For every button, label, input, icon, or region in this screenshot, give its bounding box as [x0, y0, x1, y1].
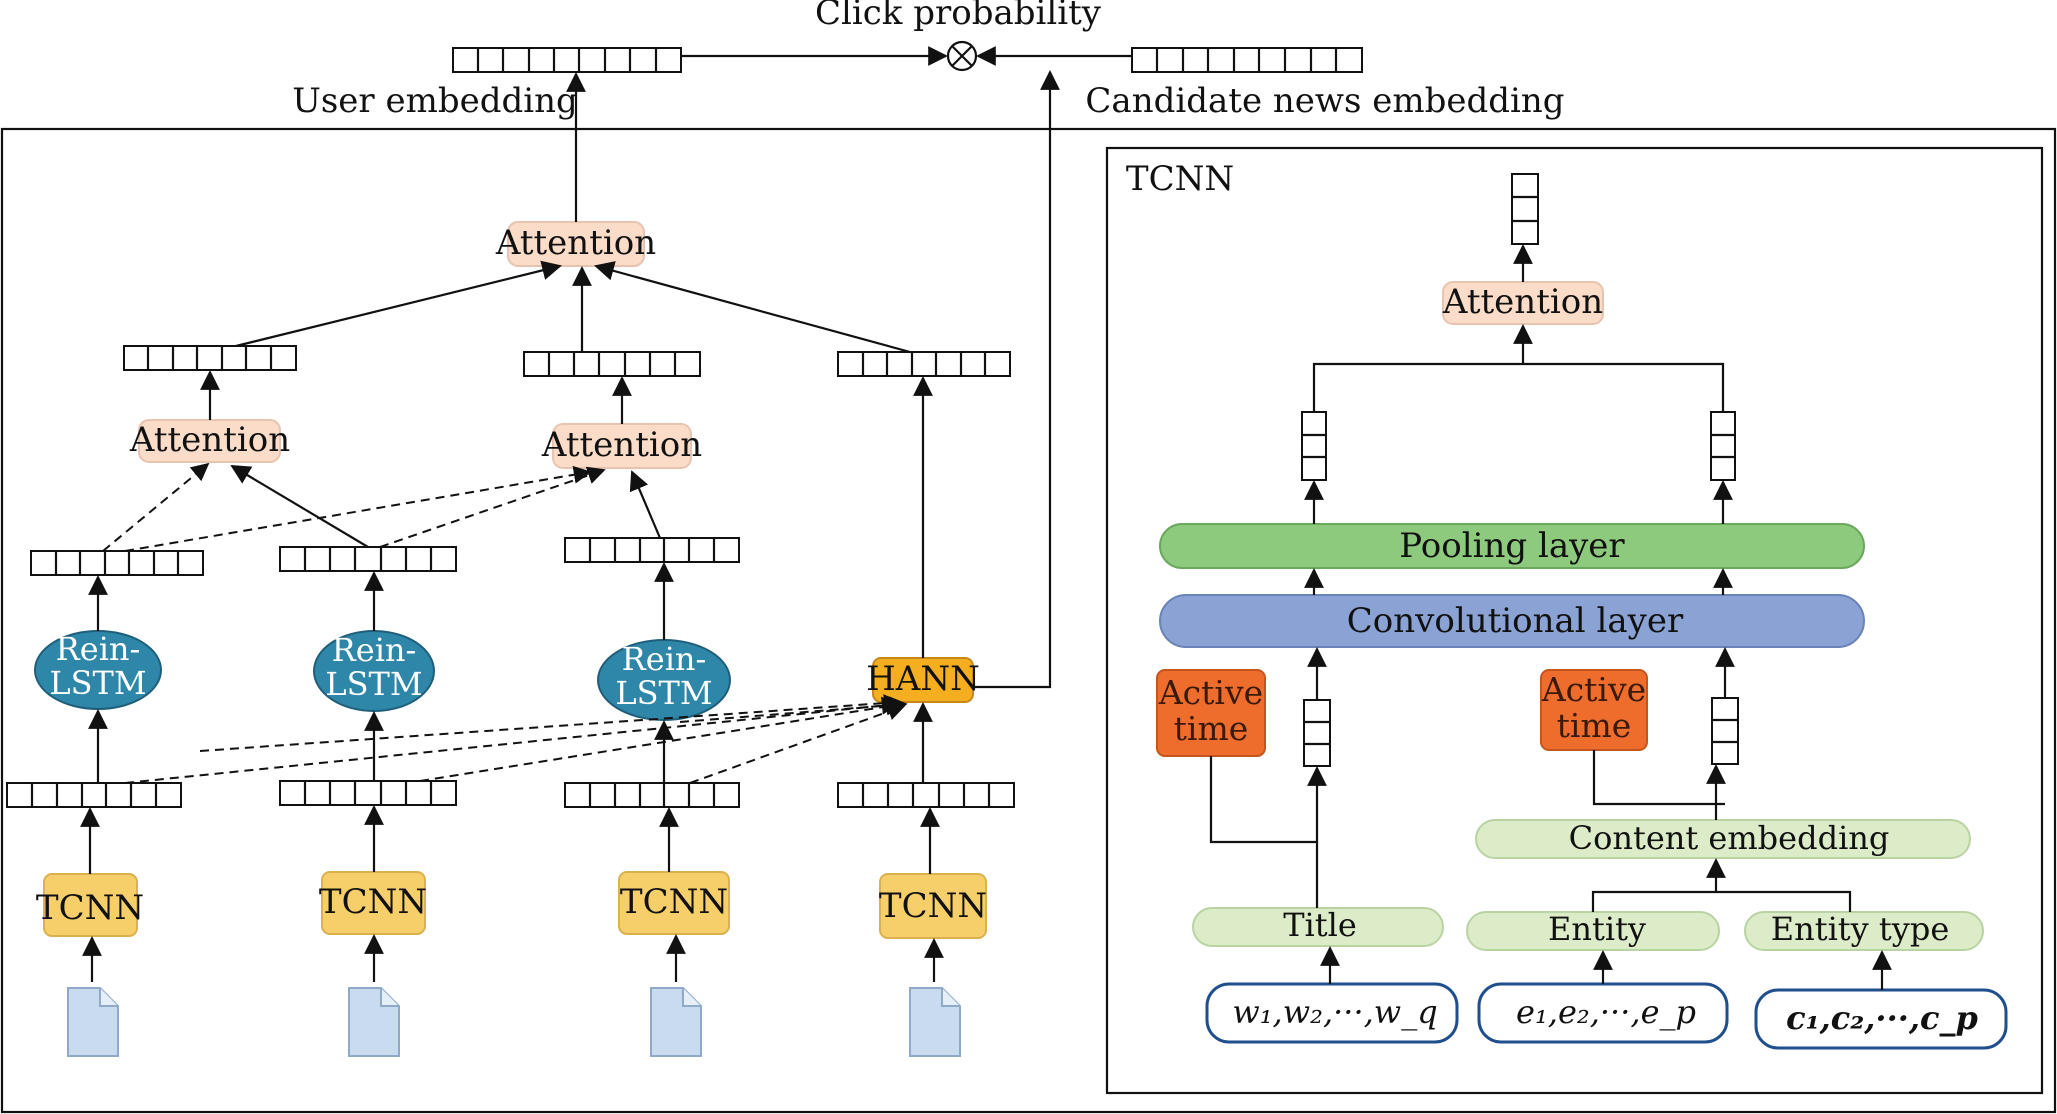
active-time-left-line2: time	[1174, 709, 1249, 748]
tcnn-output-vector	[1511, 173, 1539, 245]
tcnn-box-3: TCNN	[618, 871, 730, 935]
dash-lstm1-to-hann	[199, 694, 902, 752]
candidate-news-embedding-label: Candidate news embedding	[1085, 81, 1564, 121]
hann-to-candidate-arrow	[973, 70, 1060, 689]
lstm3-to-att-mid	[629, 470, 662, 539]
entity-type-input-bar	[1744, 911, 1984, 951]
tcnn-branch-merge	[1312, 362, 1725, 412]
active-time-left-box: Active time	[1156, 669, 1266, 757]
dash-lstm1-to-att-mid	[124, 465, 592, 552]
tcnn-panel-title: TCNN	[1126, 159, 1234, 199]
click-probability-label: Click probability	[815, 0, 1102, 33]
tcnn-attention-label: Attention	[1442, 282, 1603, 322]
vector-lstm3-out	[564, 537, 740, 563]
rein-lstm-3-line1: Rein-	[622, 640, 707, 678]
tcnn-box-4: TCNN	[879, 873, 987, 939]
rein-lstm-2-line2: LSTM	[325, 665, 422, 703]
hann-label: HANN	[866, 659, 980, 699]
tcnn-label-2: TCNN	[319, 882, 427, 922]
type-sequence-text: c₁,c₂,···,c_p	[1786, 999, 1978, 1037]
dash-lstm2-to-att-mid	[379, 466, 606, 548]
attention-mid-label: Attention	[541, 425, 702, 465]
content-embedding-label: Content embedding	[1569, 819, 1890, 857]
vector-tcnn3-out	[564, 782, 740, 808]
convolutional-layer-label: Convolutional layer	[1347, 601, 1684, 641]
vector-mid-l2	[523, 351, 701, 377]
attention-left-label: Attention	[129, 420, 290, 460]
active-time-right-connector	[1592, 750, 1725, 806]
vector-lstm1-out	[30, 550, 204, 576]
tcnn-label-1: TCNN	[36, 888, 144, 928]
attention-top-label: Attention	[495, 223, 656, 263]
tcnn-right-branch-vector	[1710, 411, 1736, 481]
vector-left-l2	[123, 345, 297, 371]
user-embedding-vector	[452, 47, 682, 73]
candidate-news-embedding-vector	[1131, 47, 1363, 73]
vector-right-l2	[837, 351, 1011, 377]
entity-input-label: Entity	[1548, 910, 1646, 948]
tcnn-box-1: TCNN	[36, 873, 144, 937]
vector-lstm2-out	[279, 546, 457, 572]
l2-right-to-attention-arrow	[594, 261, 911, 354]
vector-tcnn2-out	[279, 780, 457, 806]
dash-tcnn2-to-hann	[419, 697, 904, 782]
document-icon	[909, 987, 961, 1057]
convolutional-layer-bar	[1159, 594, 1865, 648]
title-embedding-vector	[1303, 699, 1331, 767]
rein-lstm-3-line2: LSTM	[615, 674, 712, 712]
rein-lstm-1-line1: Rein-	[56, 630, 141, 668]
tcnn-left-branch-vector	[1301, 411, 1327, 481]
rein-lstm-1: Rein- LSTM	[34, 630, 162, 710]
rein-lstm-3: Rein- LSTM	[597, 639, 731, 721]
dash-tcnn1-to-hann	[124, 696, 900, 784]
rein-lstm-2: Rein- LSTM	[313, 630, 435, 712]
pooling-layer-bar	[1159, 523, 1865, 569]
word-sequence-text: w₁,w₂,···,w_q	[1232, 993, 1437, 1031]
entity-sequence-text: e₁,e₂,···,e_p	[1516, 993, 1696, 1031]
rein-lstm-1-line2: LSTM	[49, 664, 146, 702]
entity-type-input-label: Entity type	[1771, 910, 1950, 948]
document-icon	[67, 987, 119, 1057]
dash-lstm1-to-att-left	[102, 462, 210, 552]
title-input-label: Title	[1283, 906, 1357, 944]
dash-lstm3-to-hann	[679, 696, 908, 723]
active-time-left-line1: Active	[1158, 673, 1263, 712]
vector-tcnn4-out	[837, 782, 1015, 808]
tcnn-label-3: TCNN	[620, 882, 728, 922]
entity-merge-connector	[1591, 890, 1852, 912]
rein-lstm-2-line1: Rein-	[332, 631, 417, 669]
active-time-left-connector	[1209, 756, 1317, 844]
content-embedding-vector	[1711, 697, 1739, 765]
document-icon	[650, 987, 702, 1057]
dash-tcnn3-to-hann	[689, 703, 906, 784]
active-time-right-line2: time	[1557, 706, 1632, 745]
active-time-right-line1: Active	[1541, 670, 1646, 709]
user-encoder-frame	[0, 127, 2057, 1114]
word-sequence-box	[1205, 982, 1459, 1044]
lstm2-to-att-left	[230, 464, 369, 548]
user-embedding-label: User embedding	[292, 81, 578, 121]
vector-tcnn1-out	[6, 782, 182, 808]
l2-left-to-attention-arrow	[235, 260, 562, 348]
content-embedding-bar	[1475, 819, 1971, 859]
multiply-operator	[946, 40, 978, 72]
document-icon	[348, 987, 400, 1057]
tcnn-box-2: TCNN	[319, 871, 427, 935]
tcnn-label-4: TCNN	[879, 886, 987, 926]
pooling-layer-label: Pooling layer	[1399, 526, 1625, 566]
active-time-right-box: Active time	[1540, 669, 1648, 751]
